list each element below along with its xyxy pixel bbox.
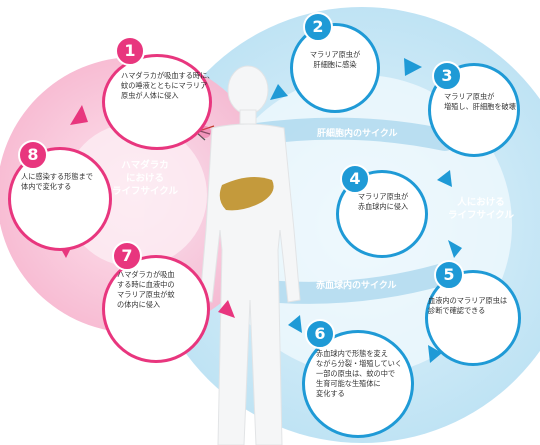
- step-4-badge: 4: [340, 164, 370, 194]
- arrow-5-to-6: [428, 345, 442, 363]
- step-1-text: ハマダラカが吸血する時に、 蚊の唾液とともにマラリア 原虫が人体に侵入: [121, 71, 215, 101]
- step-6-text: 赤血球内で形態を変え ながら分裂・増殖していく 一部の原虫は、蚊の中で 生育可能…: [316, 349, 403, 399]
- step-1-badge: 1: [115, 36, 145, 66]
- step-7-node: [102, 255, 210, 363]
- arrow-1-to-2: [270, 84, 288, 100]
- step-7-badge: 7: [112, 241, 142, 271]
- arrow-4-to-5: [448, 240, 462, 258]
- step-3-text: マラリア原虫が 増殖し、肝細胞を破壊: [444, 92, 516, 112]
- step-8-node: [8, 147, 112, 251]
- liver-cycle-label: 肝細胞内のサイクル: [317, 129, 398, 139]
- arrow-3-to-4: [437, 170, 452, 187]
- step-6-badge: 6: [305, 319, 335, 349]
- arrow-6-to-7: [218, 300, 235, 318]
- human-cycle-label: 人における ライフサイクル: [448, 197, 515, 221]
- step-4-text: マラリア原虫が 赤血球内に侵入: [357, 192, 409, 212]
- step-8-badge: 8: [18, 140, 48, 170]
- blood-cycle-label: 赤血球内のサイクル: [316, 281, 397, 291]
- arrow-6-to-7: [288, 315, 302, 333]
- arrow-2-to-3: [404, 58, 422, 76]
- step-5-badge: 5: [434, 260, 464, 290]
- step-2-text: マラリア原虫が 肝細胞に感染: [309, 50, 361, 70]
- liver-shape: [219, 176, 274, 211]
- mosquito-cycle-label: ハマダラカ における ライフサイクル: [112, 160, 179, 197]
- step-8-text: 人に感染する形態まで 体内で変化する: [21, 172, 93, 192]
- step-2-node: [290, 23, 380, 113]
- step-3-badge: 3: [432, 61, 462, 91]
- step-2-badge: 2: [303, 12, 333, 42]
- step-5-text: 血液内のマラリア原虫は 診断で確認できる: [428, 296, 508, 316]
- step-7-text: ハマダラカが吸血 する時に血液中の マラリア原虫が蚊 の体内に侵入: [117, 270, 175, 310]
- arrow-8-to-1: [70, 105, 88, 125]
- step-1-node: [102, 54, 212, 150]
- human-cycle-arrows: [270, 58, 462, 363]
